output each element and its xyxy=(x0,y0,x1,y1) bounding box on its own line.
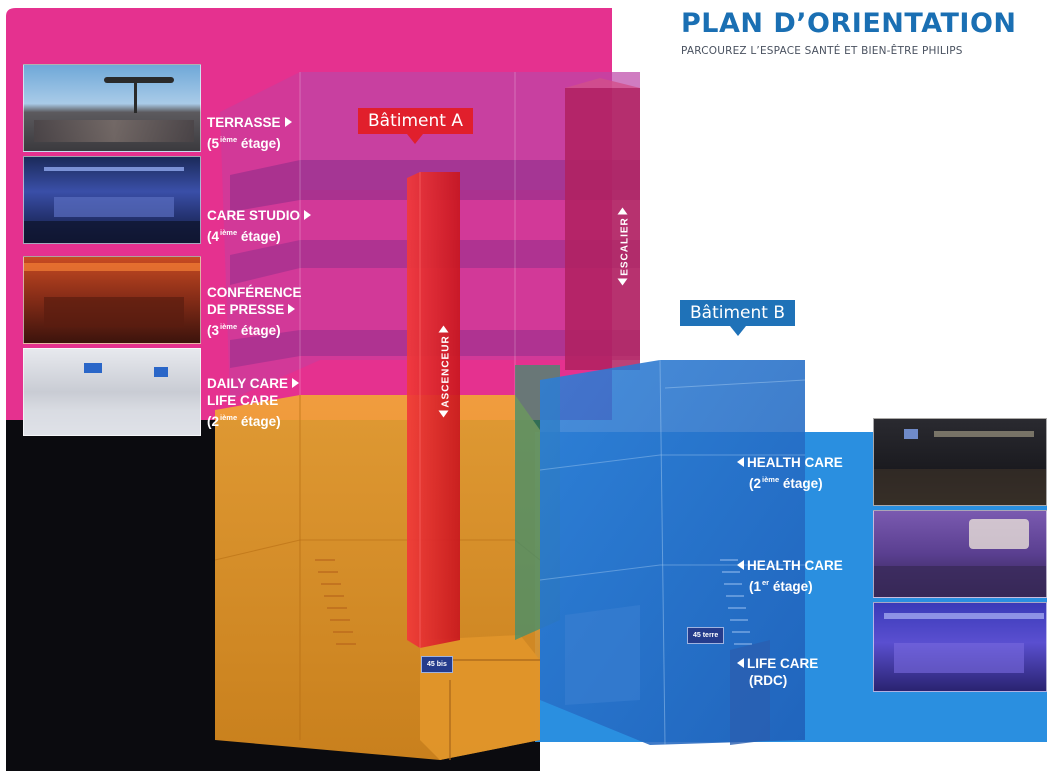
elevator-label: ASCENCEUR xyxy=(438,322,452,422)
floor-label-daily-care[interactable]: DAILY CARE LIFE CARE (2ième étage) xyxy=(207,375,300,430)
arrow-left-icon xyxy=(438,410,449,418)
floor-label-care-studio[interactable]: CARE STUDIO (4ième étage) xyxy=(207,207,312,245)
door-sign-b: 45 terre xyxy=(687,627,725,644)
arrow-left-icon xyxy=(737,658,744,668)
floor-label-health-care-2[interactable]: HEALTH CARE (2ième étage) xyxy=(737,454,843,492)
pin-pointer-icon xyxy=(407,134,424,144)
floor-label-conference[interactable]: CONFÉRENCE DE PRESSE (3ième étage) xyxy=(207,285,302,338)
floor-label-terrasse[interactable]: TERRASSE (5ième étage) xyxy=(207,114,292,152)
stairs-label: ESCALIER xyxy=(617,197,631,297)
door-sign-a: 45 bis xyxy=(421,656,453,673)
page-title: PLAN D’ORIENTATION xyxy=(681,8,1017,39)
arrow-left-icon xyxy=(737,560,744,570)
photo-care-studio xyxy=(23,156,201,244)
floor-label-health-care-1[interactable]: HEALTH CARE (1er étage) xyxy=(737,557,843,595)
photo-conference xyxy=(23,256,201,344)
arrow-left-icon xyxy=(617,278,628,286)
building-b-tag[interactable]: Bâtiment B xyxy=(680,300,795,336)
arrow-right-icon xyxy=(288,304,296,314)
photo-health-care-2 xyxy=(873,418,1047,506)
photo-daily-care xyxy=(23,348,201,436)
arrow-right-icon xyxy=(292,378,300,388)
arrow-right-icon xyxy=(438,325,449,333)
photo-terrasse xyxy=(23,64,201,152)
arrow-right-icon xyxy=(284,117,292,127)
arrow-right-icon xyxy=(617,207,628,215)
floor-label-life-care[interactable]: LIFE CARE (RDC) xyxy=(737,655,818,689)
page-subtitle: PARCOUREZ L’ESPACE SANTÉ ET BIEN-ÊTRE PH… xyxy=(681,45,963,57)
building-a-tag[interactable]: Bâtiment A xyxy=(358,108,473,144)
arrow-left-icon xyxy=(737,457,744,467)
arrow-right-icon xyxy=(304,210,312,220)
photo-life-care xyxy=(873,602,1047,692)
pin-pointer-icon xyxy=(729,326,746,336)
photo-health-care-1 xyxy=(873,510,1047,598)
